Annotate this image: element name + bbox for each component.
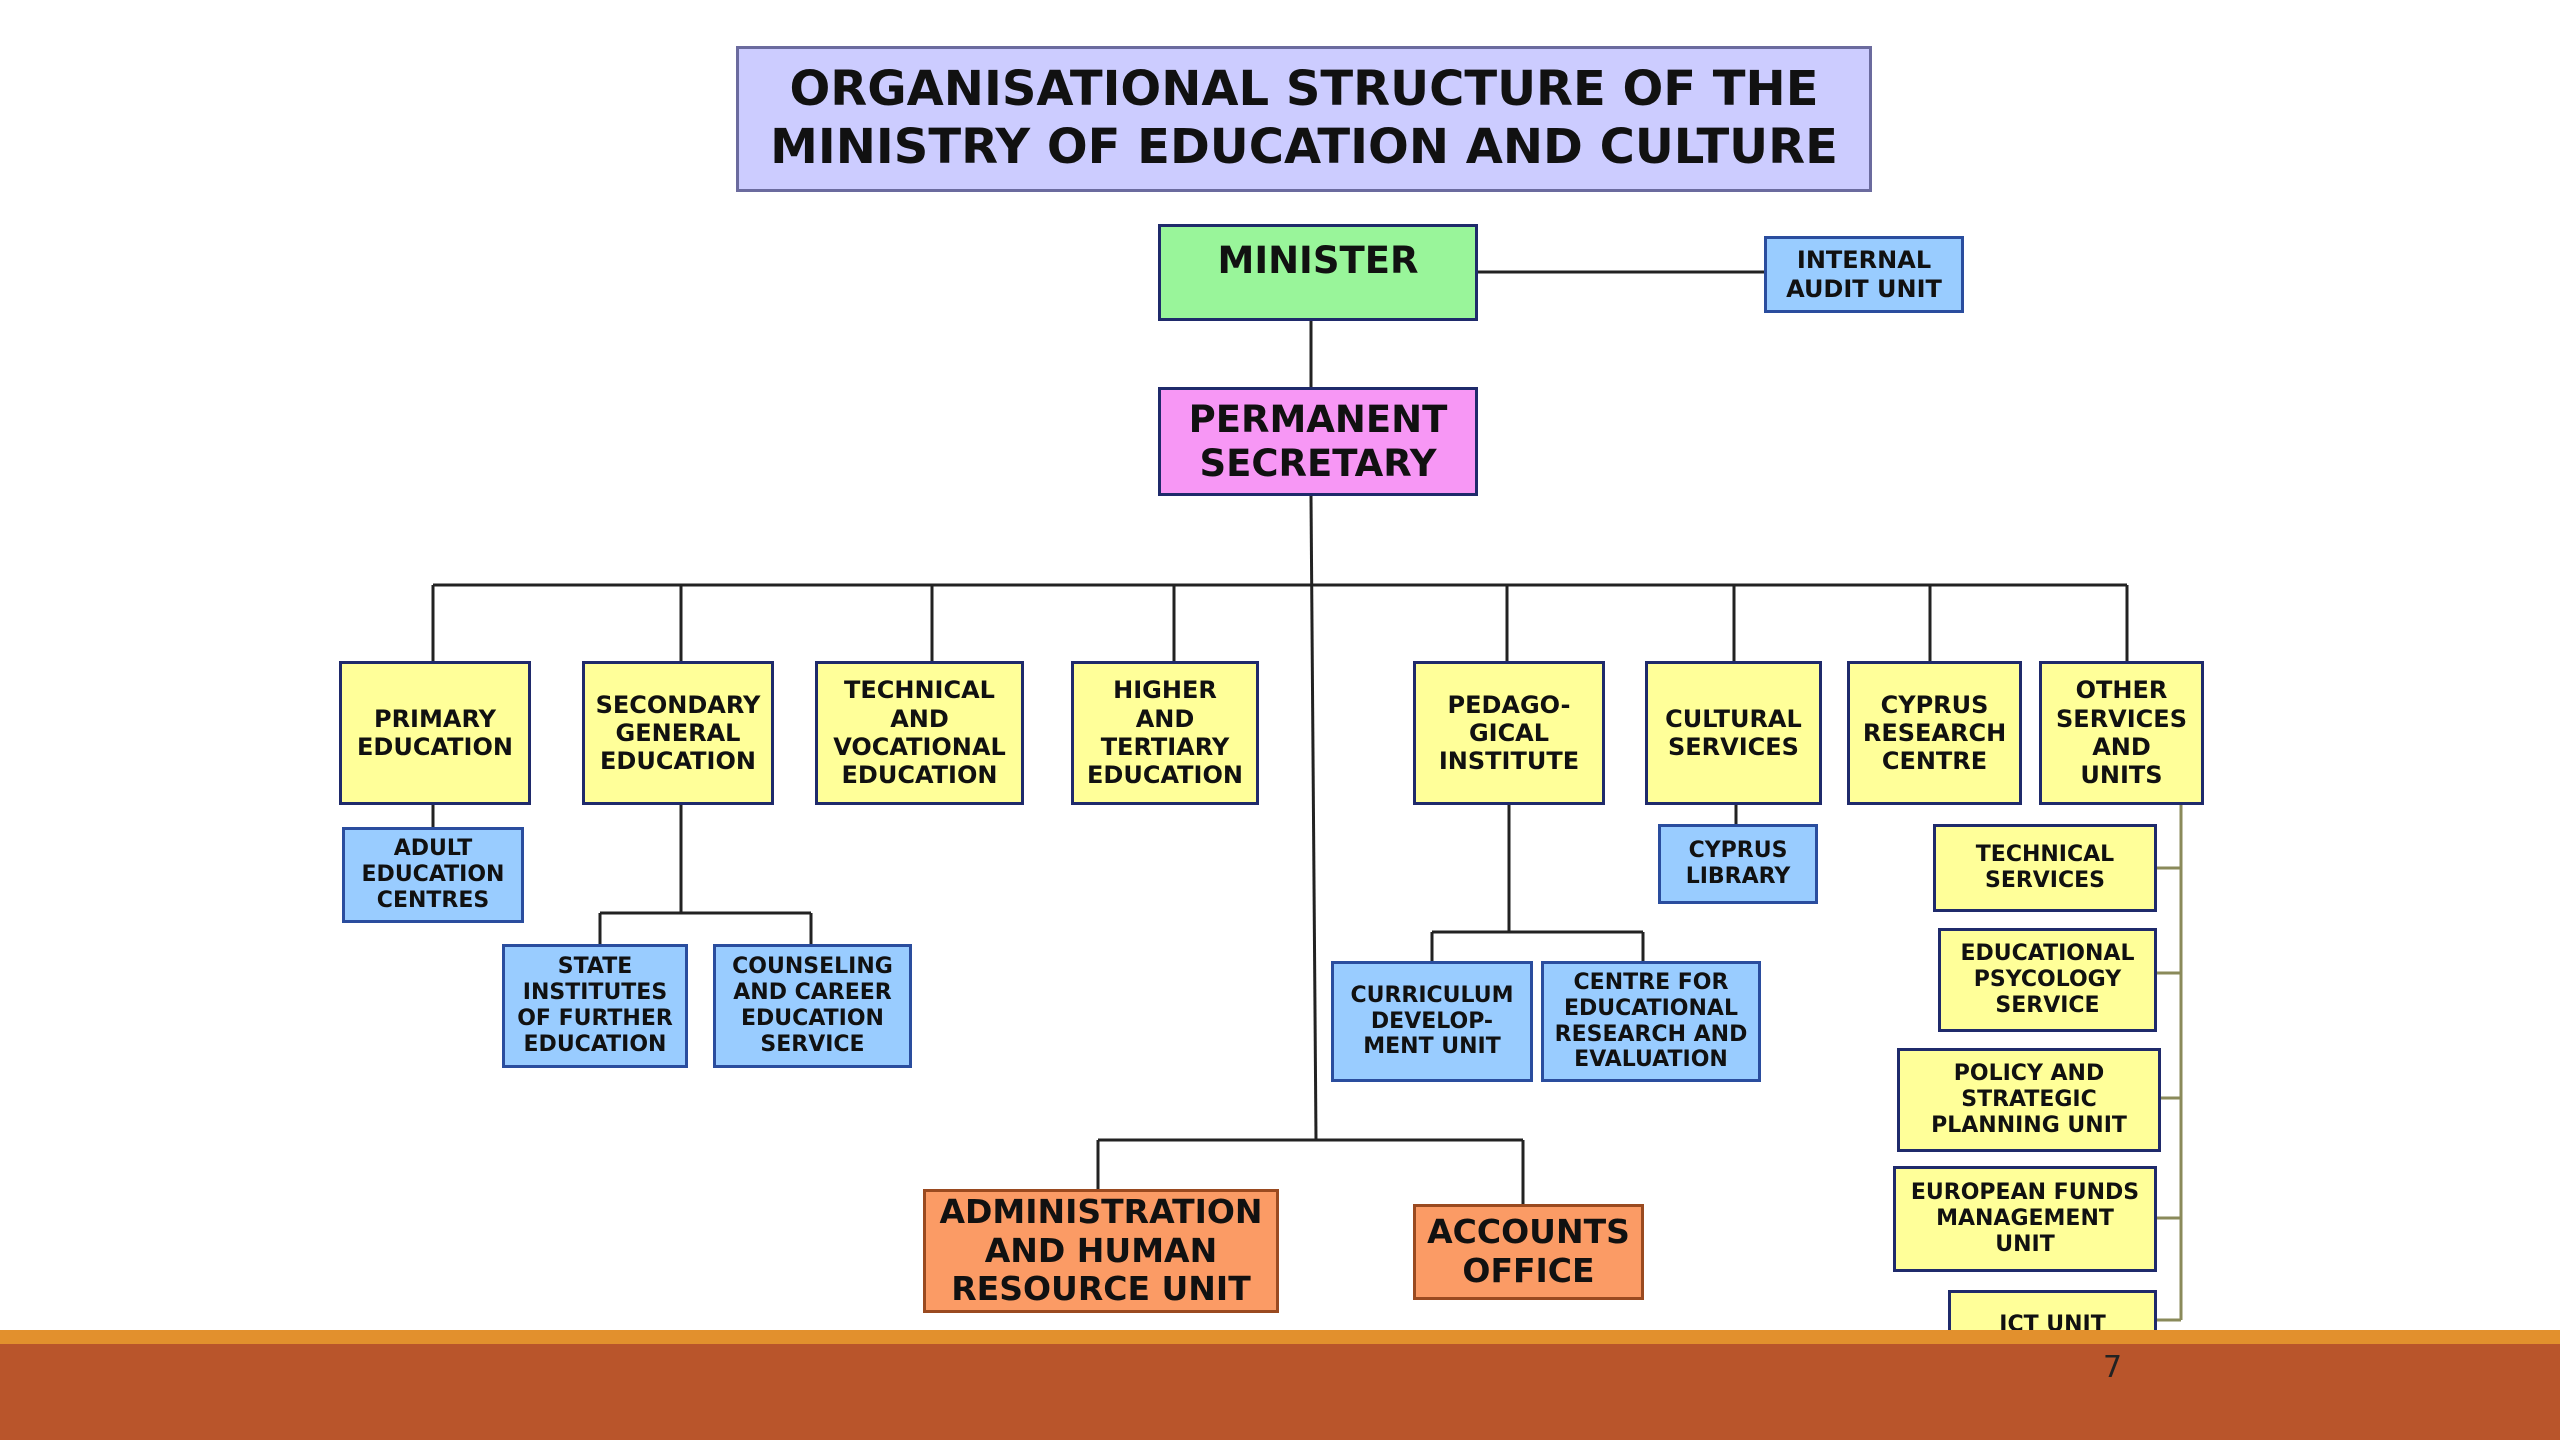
educational-research-box: CENTRE FOR EDUCATIONAL RESEARCH AND EVAL… [1541,961,1761,1082]
cultural-services-box: CULTURAL SERVICES [1645,661,1822,805]
state-institutes-box: STATE INSTITUTES OF FURTHER EDUCATION [502,944,688,1068]
cyprus-research-centre-box: CYPRUS RESEARCH CENTRE [1847,661,2022,805]
technical-vocational-box: TECHNICAL AND VOCATIONAL EDUCATION [815,661,1024,805]
curriculum-unit-box: CURRICULUM DEVELOP- MENT UNIT [1331,961,1533,1082]
primary-education-box: PRIMARY EDUCATION [339,661,531,805]
european-funds-box: EUROPEAN FUNDS MANAGEMENT UNIT [1893,1166,2157,1272]
chart-title: ORGANISATIONAL STRUCTURE OF THE MINISTRY… [736,46,1872,192]
page-number: 7 [2103,1350,2123,1385]
permanent-secretary-box: PERMANENT SECRETARY [1158,387,1478,496]
technical-services-box: TECHNICAL SERVICES [1933,824,2157,912]
other-services-box: OTHER SERVICES AND UNITS [2039,661,2204,805]
footer-accent-line [0,1330,2560,1344]
policy-planning-box: POLICY AND STRATEGIC PLANNING UNIT [1897,1048,2161,1152]
pedagogical-institute-box: PEDAGO- GICAL INSTITUTE [1413,661,1605,805]
counseling-box: COUNSELING AND CAREER EDUCATION SERVICE [713,944,912,1068]
adult-education-box: ADULT EDUCATION CENTRES [342,827,524,923]
psychology-service-box: EDUCATIONAL PSYCOLOGY SERVICE [1938,928,2157,1032]
footer-band [0,1344,2560,1440]
higher-tertiary-box: HIGHER AND TERTIARY EDUCATION [1071,661,1259,805]
cyprus-library-box: CYPRUS LIBRARY [1658,824,1818,904]
secondary-education-box: SECONDARY GENERAL EDUCATION [582,661,774,805]
accounts-office-box: ACCOUNTS OFFICE [1413,1204,1644,1300]
internal-audit-box: INTERNAL AUDIT UNIT [1764,236,1964,313]
admin-hr-box: ADMINISTRATION AND HUMAN RESOURCE UNIT [923,1189,1279,1313]
minister-box: MINISTER [1158,224,1478,321]
